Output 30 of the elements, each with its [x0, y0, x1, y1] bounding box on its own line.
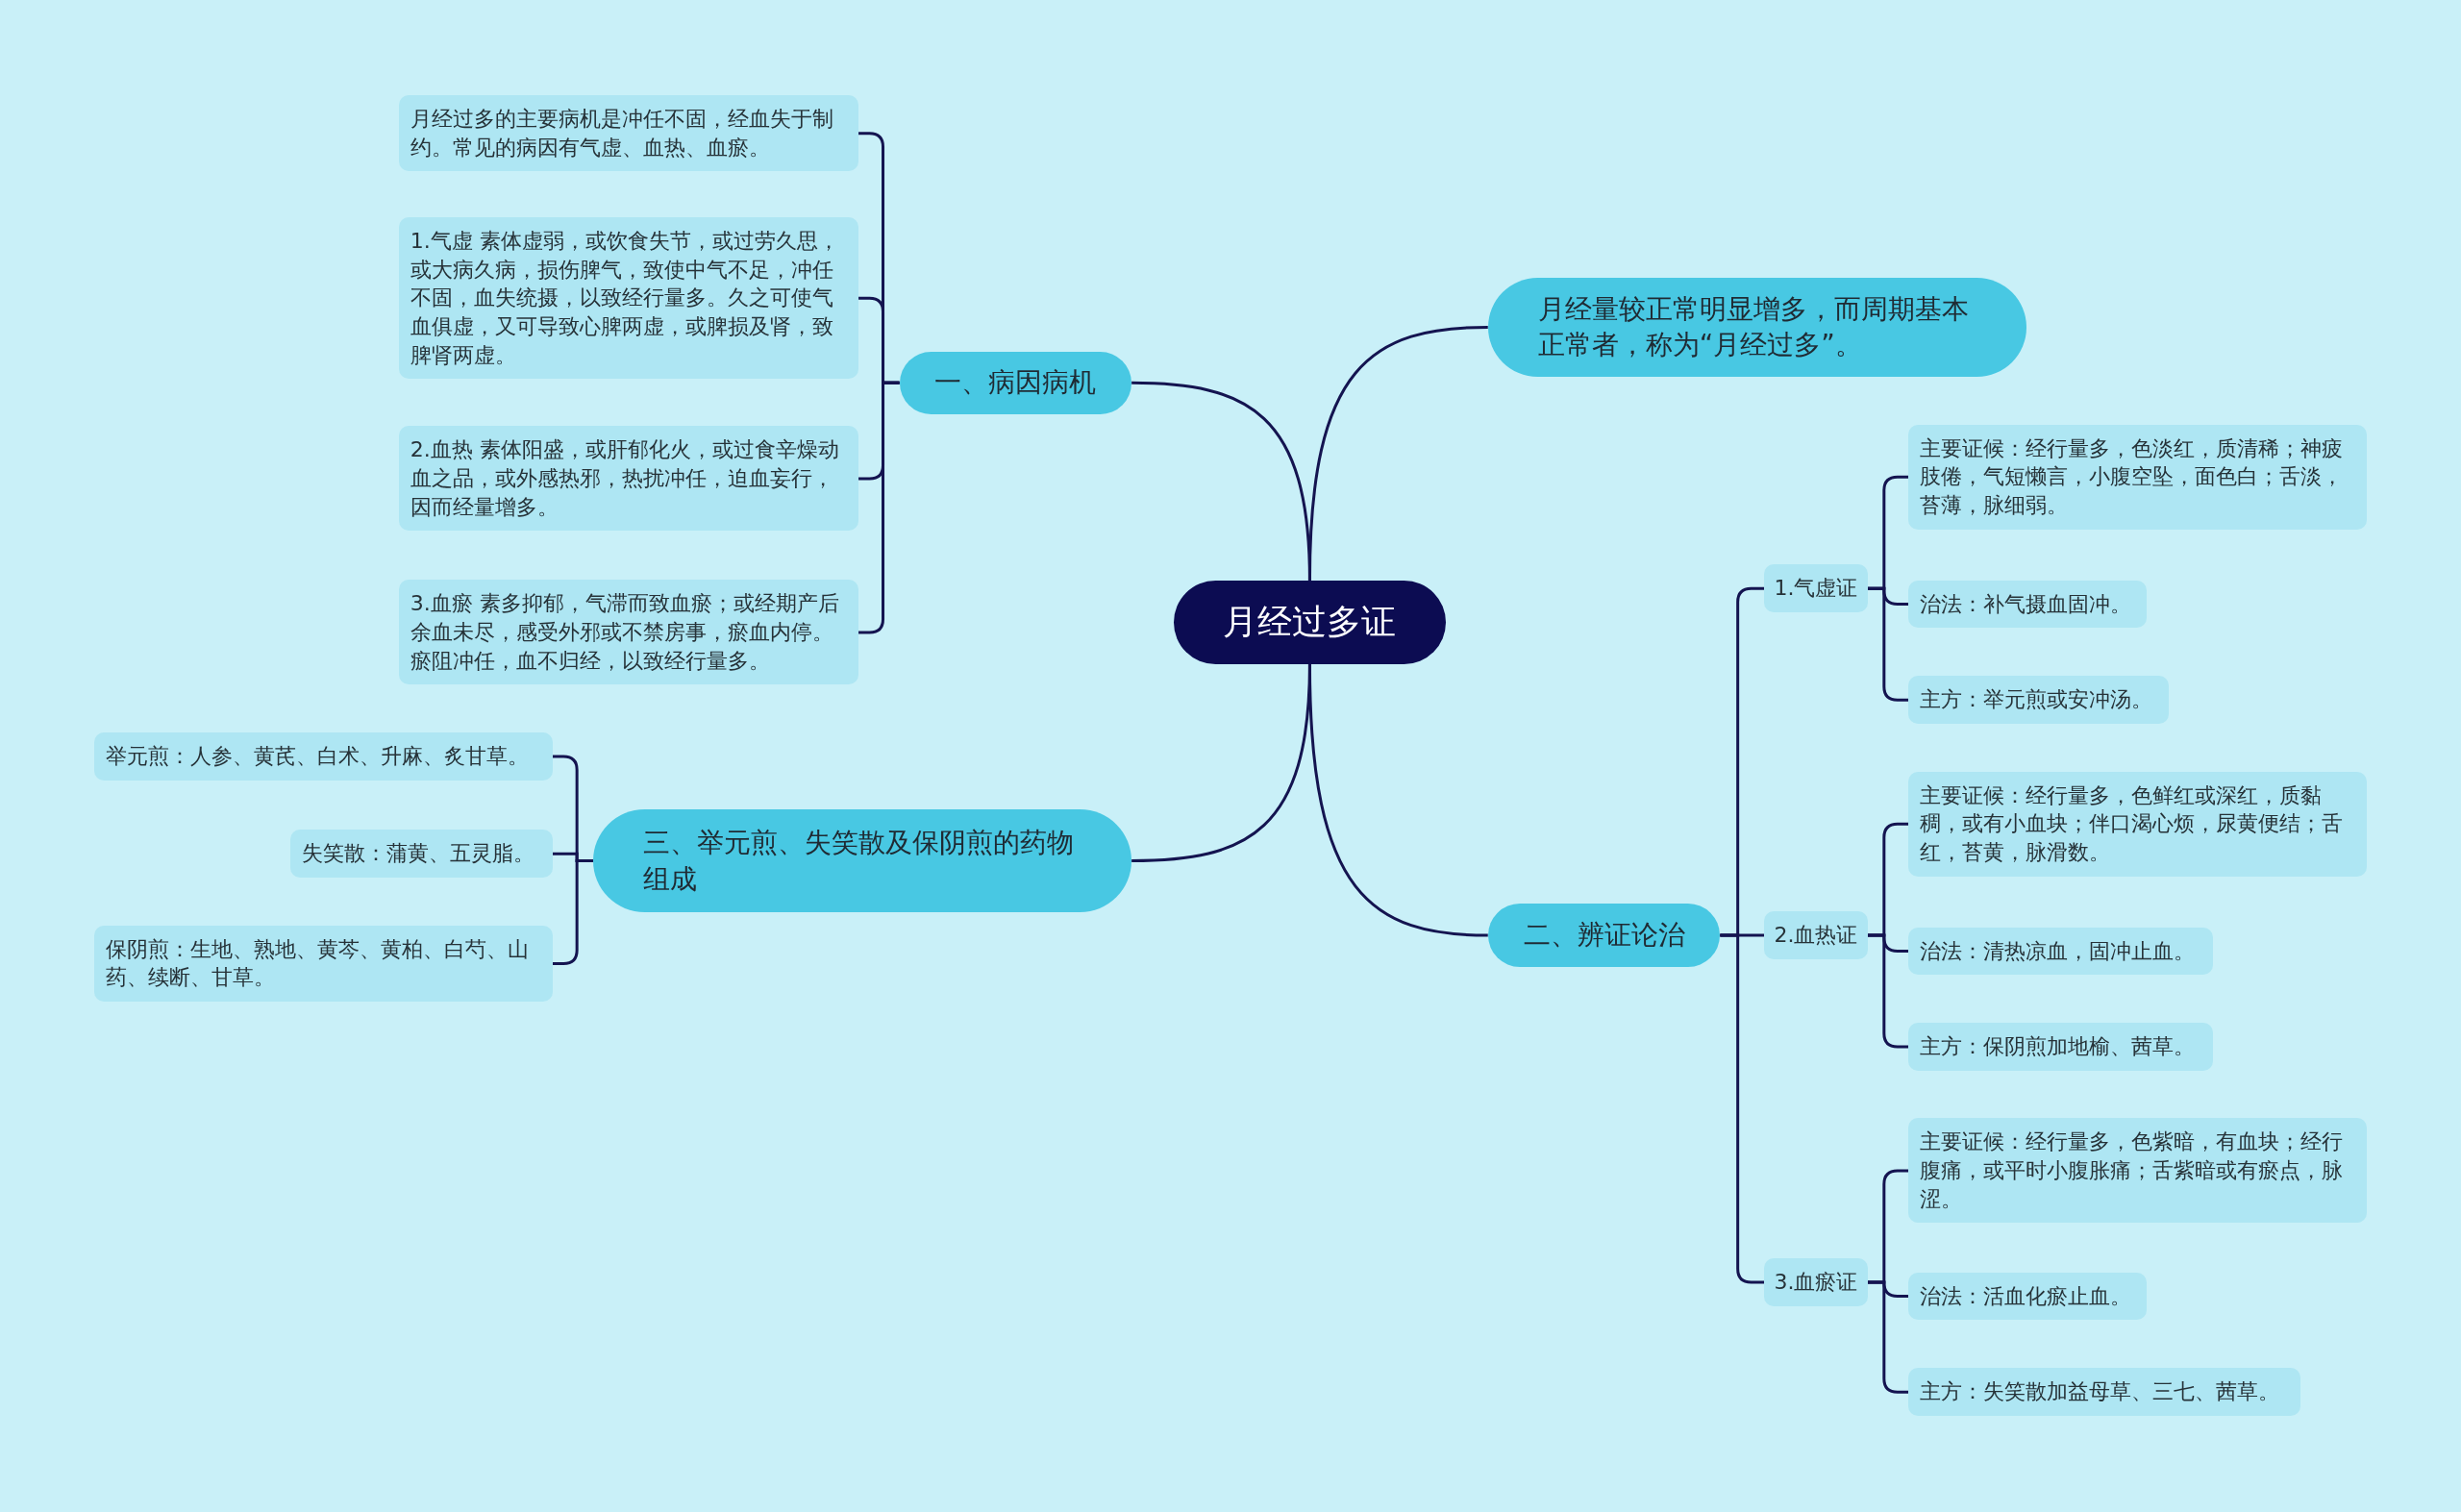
topic-pill: 三、举元煎、失笑散及保阴煎的药物组成	[593, 809, 1132, 912]
note-box: 3.血瘀 素多抑郁，气滞而致血瘀；或经期产后余血未尽，感受外邪或不禁房事，瘀血内停。瘀阻冲任，血不归经，以致经行量多。	[398, 580, 859, 685]
note-box: 治法：活血化瘀止血。	[1908, 1272, 2148, 1321]
connector-line	[1867, 586, 1909, 702]
note-box: 主要证候：经行量多，色淡红，质清稀；神疲肢倦，气短懒言，小腹空坠，面色白；舌淡，苔薄，脉细弱。	[1908, 424, 2368, 530]
note-box: 月经过多的主要病机是冲任不固，经血失于制约。常见的病因有气虚、血热、血瘀。	[398, 95, 859, 172]
topic-pill: 二、辨证论治	[1487, 904, 1721, 967]
note-box: 主方：保阴煎加地榆、茜草。	[1908, 1023, 2214, 1071]
note-box: 主方：失笑散加益母草、三七、茜草。	[1908, 1368, 2301, 1416]
connector-line	[1131, 663, 1311, 862]
note-box: 主方：举元煎或安冲汤。	[1908, 676, 2170, 724]
note-box: 治法：清热凉血，固冲止血。	[1908, 927, 2214, 976]
note-box: 1.气虚 素体虚弱，或饮食失节，或过劳久思，或大病久病，损伤脾气，致使中气不足，冲任不固，血失统摄，以致经行量多。久之可使气血俱虚，又可导致心脾两虚，或脾损及肾，致脾肾两虚。	[398, 217, 859, 380]
central-topic: 月经过多证	[1174, 581, 1446, 664]
note-box: 主要证候：经行量多，色紫暗，有血块；经行腹痛，或平时小腹胀痛；舌紫暗或有瘀点，脉涩。	[1908, 1118, 2368, 1224]
connector-line	[1867, 1280, 1909, 1394]
connector-line	[1867, 933, 1909, 1049]
topic-pill: 一、病因病机	[899, 351, 1132, 414]
subtopic-box: 1.气虚证	[1764, 564, 1868, 613]
topic-pill: 月经量较正常明显增多，而周期基本正常者，称为“月经过多”。	[1487, 277, 2026, 378]
note-box: 失笑散：蒲黄、五灵脂。	[290, 830, 553, 878]
subtopic-box: 2.血热证	[1764, 911, 1868, 959]
note-box: 保阴煎：生地、熟地、黄芩、黄柏、白芍、山药、续断、甘草。	[93, 925, 553, 1003]
note-box: 2.血热 素体阳盛，或肝郁化火，或过食辛燥动血之品，或外感热邪，热扰冲任，迫血妄行，因而经量增多。	[398, 426, 859, 532]
connector-line	[858, 381, 900, 634]
subtopic-box: 3.血瘀证	[1764, 1258, 1868, 1306]
note-box: 主要证候：经行量多，色鲜红或深红，质黏稠，或有小血块；伴口渴心烦，尿黄便结；舌红，苔黄，脉滑数。	[1908, 771, 2368, 877]
note-box: 举元煎：人参、黄芪、白术、升麻、炙甘草。	[93, 732, 553, 781]
connector-line	[1131, 381, 1311, 582]
note-box: 治法：补气摄血固冲。	[1908, 580, 2148, 629]
